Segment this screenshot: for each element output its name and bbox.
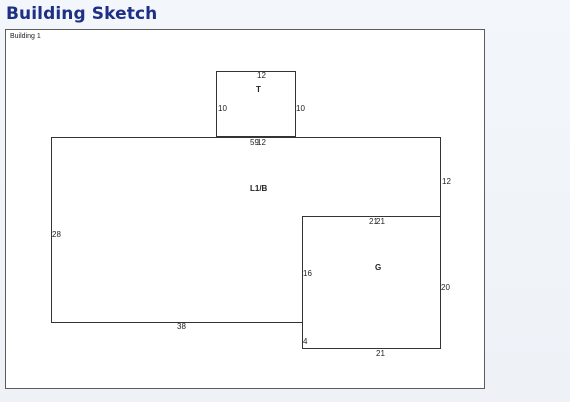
dim-l1b-left: 28: [52, 230, 61, 239]
dim-l1b-right: 12: [442, 177, 451, 186]
dim-l1b-top-12: 12: [257, 138, 266, 147]
area-l1b-label: L1/B: [250, 184, 268, 193]
dim-l1b-top-59: 59: [250, 138, 259, 147]
dim-l1b-bottom: 38: [177, 322, 186, 331]
dim-t-right: 10: [296, 104, 305, 113]
dim-g-top-b: 21: [376, 217, 385, 226]
dim-t-left: 10: [218, 104, 227, 113]
dim-g-bottom: 21: [376, 349, 385, 358]
area-g-outline: [302, 216, 441, 349]
dim-t-top: 12: [257, 71, 266, 80]
area-t-label: T: [256, 85, 261, 94]
area-g-label: G: [375, 263, 381, 272]
dim-g-left: 16: [303, 269, 312, 278]
building-label: Building 1: [10, 33, 41, 40]
dim-g-bottom-left: 4: [303, 337, 308, 346]
area-l1b-outline: [51, 137, 441, 323]
dim-g-right: 20: [441, 283, 450, 292]
sketch-canvas: Building 1: [5, 29, 485, 389]
area-t-outline: [216, 71, 296, 137]
page-title: Building Sketch: [6, 4, 158, 24]
dim-g-top-a: 21: [369, 217, 378, 226]
